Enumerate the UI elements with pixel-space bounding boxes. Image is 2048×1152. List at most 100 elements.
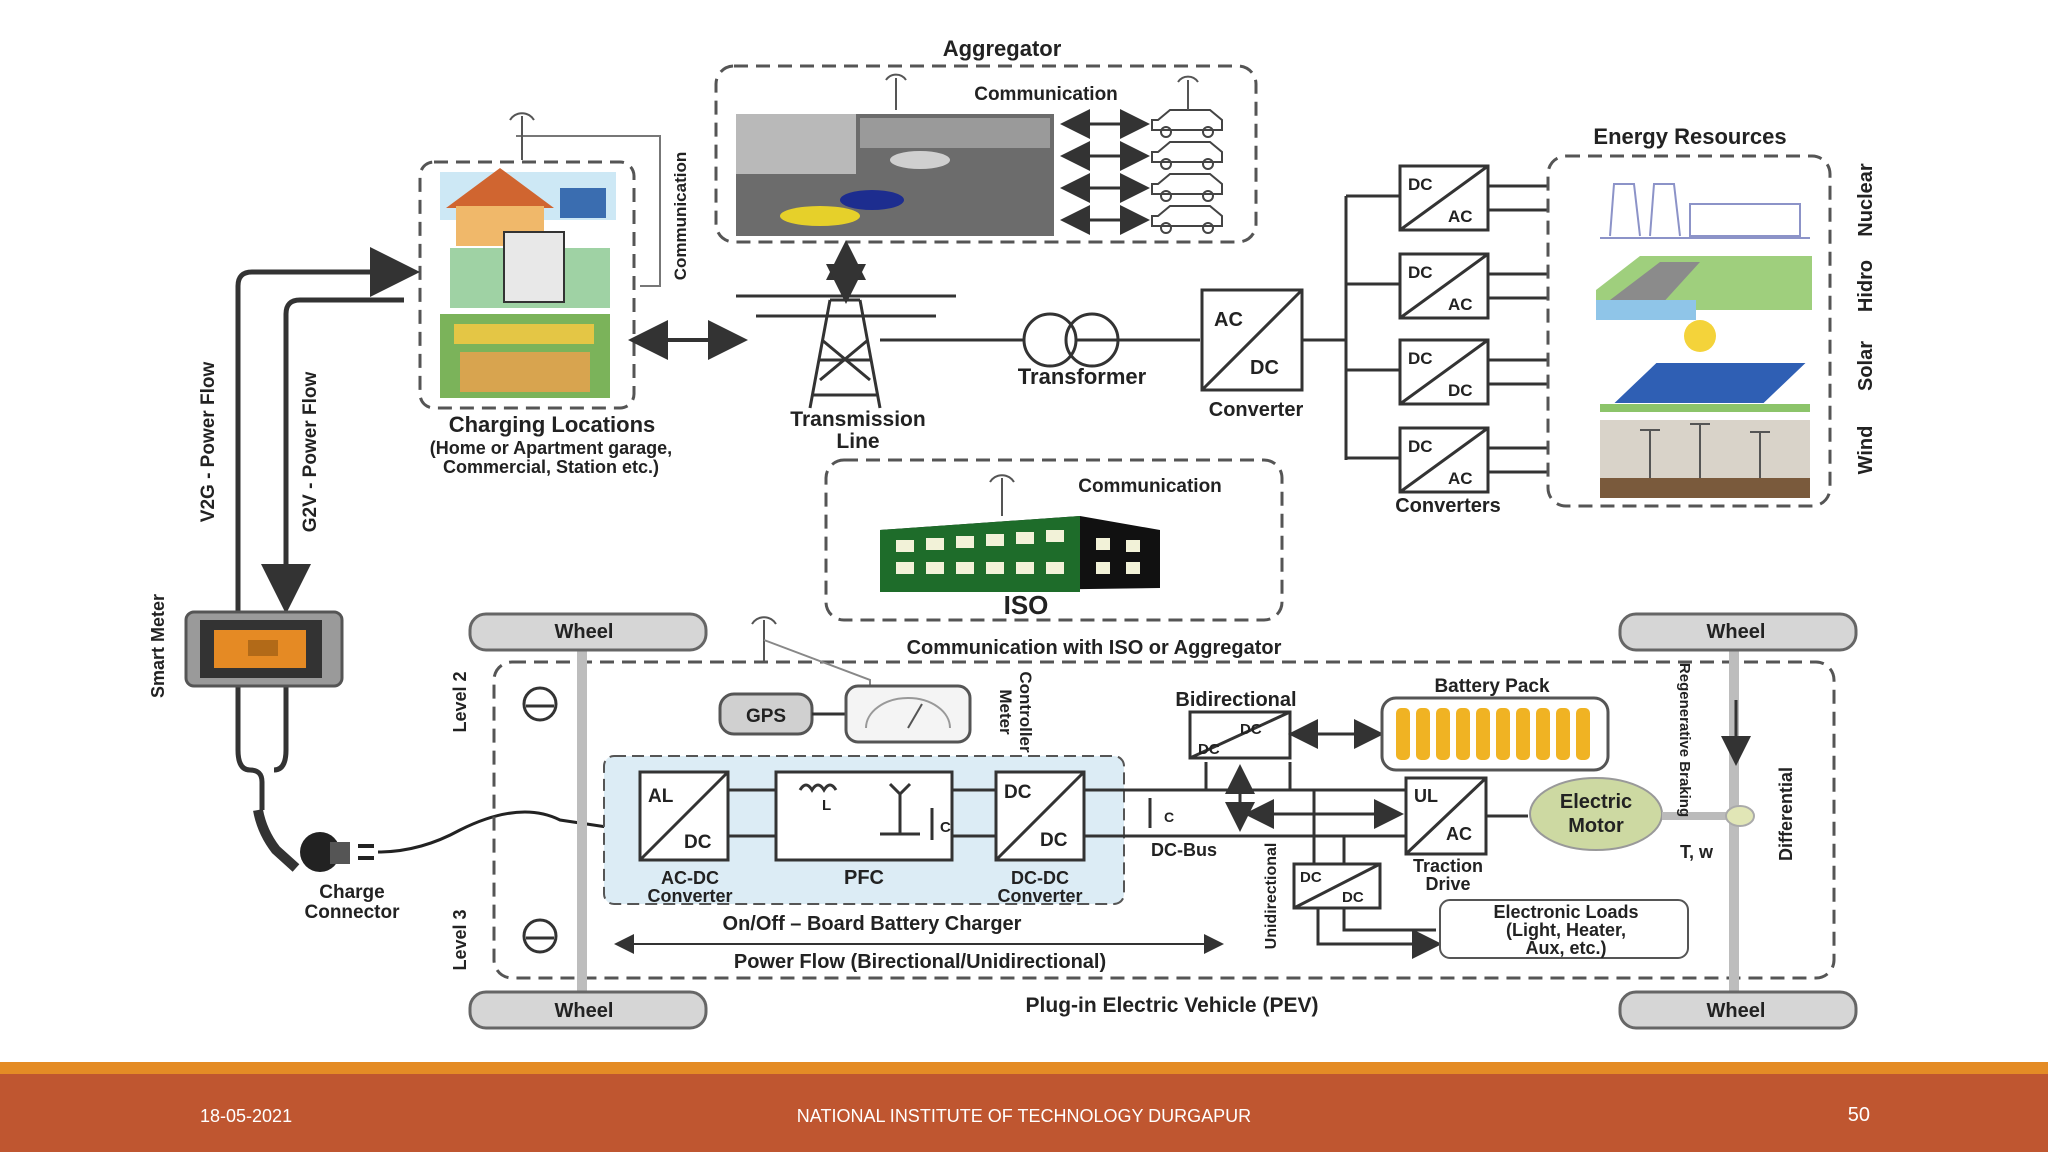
iso-label: ISO xyxy=(1004,590,1049,620)
differential-icon xyxy=(1725,805,1755,827)
svg-text:AC: AC xyxy=(1446,824,1472,844)
aggregator-title: Aggregator xyxy=(943,36,1062,61)
svg-text:DC: DC xyxy=(1408,175,1433,194)
footer-accent-line xyxy=(0,1062,2048,1074)
dc-bus-lines xyxy=(1084,762,1442,959)
dc-dc-converter-label-2: Converter xyxy=(997,886,1082,906)
wheel-label-tl: Wheel xyxy=(555,621,614,643)
wheel-label-tr: Wheel xyxy=(1707,621,1766,643)
regenerative-braking-label: Regenerative Braking xyxy=(1676,663,1693,817)
svg-text:DC: DC xyxy=(1448,381,1473,400)
onboard-charger-label: On/Off – Board Battery Charger xyxy=(723,913,1022,935)
transmission-tower-icon xyxy=(736,280,956,409)
svg-text:DC: DC xyxy=(1198,741,1220,758)
svg-text:AC: AC xyxy=(1448,469,1473,488)
charging-locations-box xyxy=(418,160,636,410)
level2-label: Level 2 xyxy=(450,671,470,732)
ac-dc-converter-label-1: AC-DC xyxy=(661,868,719,888)
unidirectional-converter-block: DC DC xyxy=(1292,862,1382,910)
socket-icon xyxy=(522,686,558,954)
converter-label: Converter xyxy=(1209,399,1304,421)
nuclear-label: Nuclear xyxy=(1855,163,1877,237)
svg-text:DC: DC xyxy=(1250,357,1279,379)
level3-label: Level 3 xyxy=(450,909,470,970)
pfc-label: PFC xyxy=(844,867,884,889)
controller-meter-icon xyxy=(844,684,972,744)
dc-bus-label: DC-Bus xyxy=(1151,840,1217,860)
car-arrows xyxy=(1060,109,1150,235)
aggregator-communication-label: Communication xyxy=(974,84,1118,105)
dc-bus-capacitor-label: C xyxy=(1164,809,1174,825)
pfc-block xyxy=(774,770,954,862)
g2v-power-flow-label: G2V - Power Flow xyxy=(300,372,321,533)
communication-side-label: Communication xyxy=(671,152,690,280)
hidro-label: Hidro xyxy=(1855,260,1877,312)
meter-label: Meter xyxy=(996,689,1015,735)
pev-label: Plug-in Electric Vehicle (PEV) xyxy=(1026,994,1319,1017)
traction-drive-label-1: Traction xyxy=(1413,856,1483,876)
svg-text:AC: AC xyxy=(1448,295,1473,314)
ac-dc-converter-block: AC DC xyxy=(1200,288,1304,392)
battery-pack-label: Battery Pack xyxy=(1434,676,1550,697)
ac-dc-converter-block: AL DC xyxy=(638,770,730,862)
charger-links xyxy=(728,788,996,838)
power-flow-lines xyxy=(235,247,420,810)
solar-panel-icon xyxy=(1600,320,1811,412)
svg-text:DC: DC xyxy=(1300,869,1322,886)
charge-connector-label-2: Connector xyxy=(305,902,401,923)
svg-text:DC: DC xyxy=(1408,349,1433,368)
svg-text:DC: DC xyxy=(1408,263,1433,282)
differential-label: Differential xyxy=(1776,767,1796,861)
electronic-loads-label-2: (Light, Heater, xyxy=(1506,920,1626,940)
slide-footer: 18-05-2021 NATIONAL INSTITUTE OF TECHNOL… xyxy=(0,1074,2048,1152)
traction-drive-block: UL AC xyxy=(1404,776,1488,856)
transformer-coil-icon xyxy=(1064,312,1120,368)
house-icon xyxy=(440,168,616,246)
wheel-label-bl: Wheel xyxy=(555,1000,614,1022)
pfc-capacitor-label: C xyxy=(940,819,951,836)
converter-stack xyxy=(1346,164,1548,494)
electronic-loads-label-3: Aux, etc.) xyxy=(1525,938,1606,958)
station-icon xyxy=(440,314,610,398)
transmission-line-label-2: Line xyxy=(836,430,879,453)
charging-locations-sub-2: Commercial, Station etc.) xyxy=(443,457,659,477)
svg-text:DC: DC xyxy=(1240,721,1262,738)
traction-drive-label-2: Drive xyxy=(1425,874,1470,894)
nuclear-plant-icon xyxy=(1600,183,1810,239)
svg-text:DC: DC xyxy=(1004,782,1032,803)
battery-pack-icon xyxy=(1380,696,1610,772)
antenna-icon xyxy=(885,73,1199,110)
iso-box xyxy=(824,458,1284,622)
transformer-coil-icon xyxy=(1022,312,1078,368)
dc-dc-converter-block: DC DC xyxy=(994,770,1086,862)
svg-text:UL: UL xyxy=(1414,786,1438,806)
svg-text:AC: AC xyxy=(1448,207,1473,226)
wheel-shapes xyxy=(468,612,1858,1030)
aggregator-box xyxy=(714,64,1258,244)
charge-connector-icon xyxy=(253,809,641,872)
electric-motor-icon xyxy=(1529,777,1663,851)
svg-text:DC: DC xyxy=(1040,830,1068,851)
footer-page-number: 50 xyxy=(1847,1104,1870,1126)
iso-communication-label: Communication xyxy=(1078,476,1222,497)
parking-lot-image xyxy=(736,114,1054,236)
unidirectional-label: Unidirectional xyxy=(1263,843,1280,950)
pev-box xyxy=(492,660,1836,980)
controller-label: Controller xyxy=(1016,671,1035,753)
smart-meter-icon xyxy=(184,610,344,688)
charging-locations-sub-1: (Home or Apartment garage, xyxy=(430,438,672,458)
v2g-power-flow-label: V2G - Power Flow xyxy=(198,362,219,523)
transmission-line-label-1: Transmission xyxy=(790,408,925,431)
energy-resources-box xyxy=(1546,154,1832,508)
svg-text:DC: DC xyxy=(684,832,712,853)
torque-speed-label: T, w xyxy=(1680,842,1714,862)
iso-building-icon xyxy=(880,516,1160,592)
gps-label: GPS xyxy=(746,706,786,727)
electronic-loads-box xyxy=(1439,899,1689,959)
energy-resources-title: Energy Resources xyxy=(1593,124,1786,149)
ev-grid-diagram: Aggregator Communication Transmission Li… xyxy=(148,36,1877,1030)
svg-text:DC: DC xyxy=(1342,889,1364,906)
electric-motor-label-2: Motor xyxy=(1568,815,1624,837)
hydro-dam-icon xyxy=(1596,256,1812,320)
